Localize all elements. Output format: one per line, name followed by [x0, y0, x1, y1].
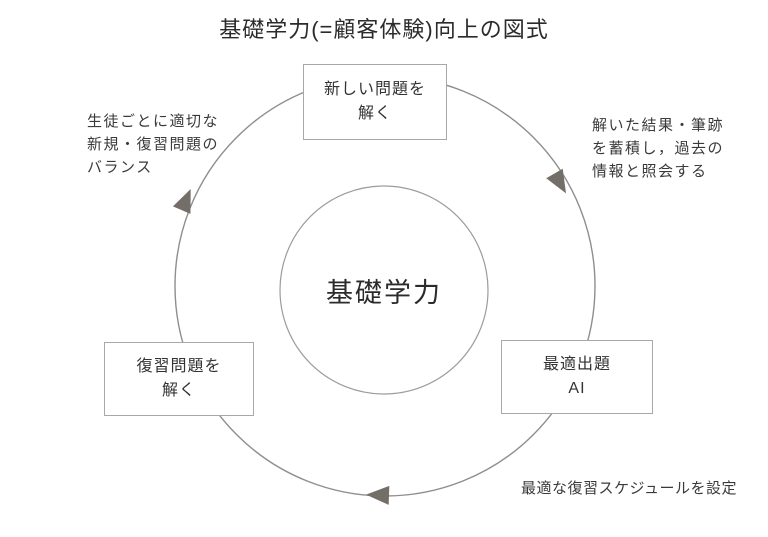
node-optimal-question-ai-label: 最適出題 AI — [542, 356, 611, 397]
diagram-title: 基礎学力(=顧客体験)向上の図式 — [219, 17, 549, 42]
annotation-accumulate-results: 解いた結果・筆跡 を蓄積し，過去の 情報と照会する — [592, 117, 725, 180]
node-solve-new-problems: 新しい問題を 解く — [303, 64, 447, 140]
annotation-review-schedule: 最適な復習スケジュールを設定 — [521, 480, 737, 497]
flow-arrowhead-bottom-icon — [366, 485, 390, 505]
node-solve-new-problems-label: 新しい問題を 解く — [323, 81, 426, 122]
center-core-competency-label: 基礎学力 — [326, 277, 442, 308]
node-solve-review-problems-label: 復習問題を 解く — [136, 358, 222, 399]
flow-arrowhead-upper-right-icon — [546, 168, 566, 194]
inner-circle — [279, 185, 489, 395]
flow-arrowhead-upper-left-icon — [172, 188, 191, 214]
node-optimal-question-ai: 最適出題 AI — [501, 340, 653, 414]
annotation-new-review-balance: 生徒ごとに適切な 新規・復習問題の バランス — [87, 113, 220, 176]
node-solve-review-problems: 復習問題を 解く — [104, 342, 254, 416]
